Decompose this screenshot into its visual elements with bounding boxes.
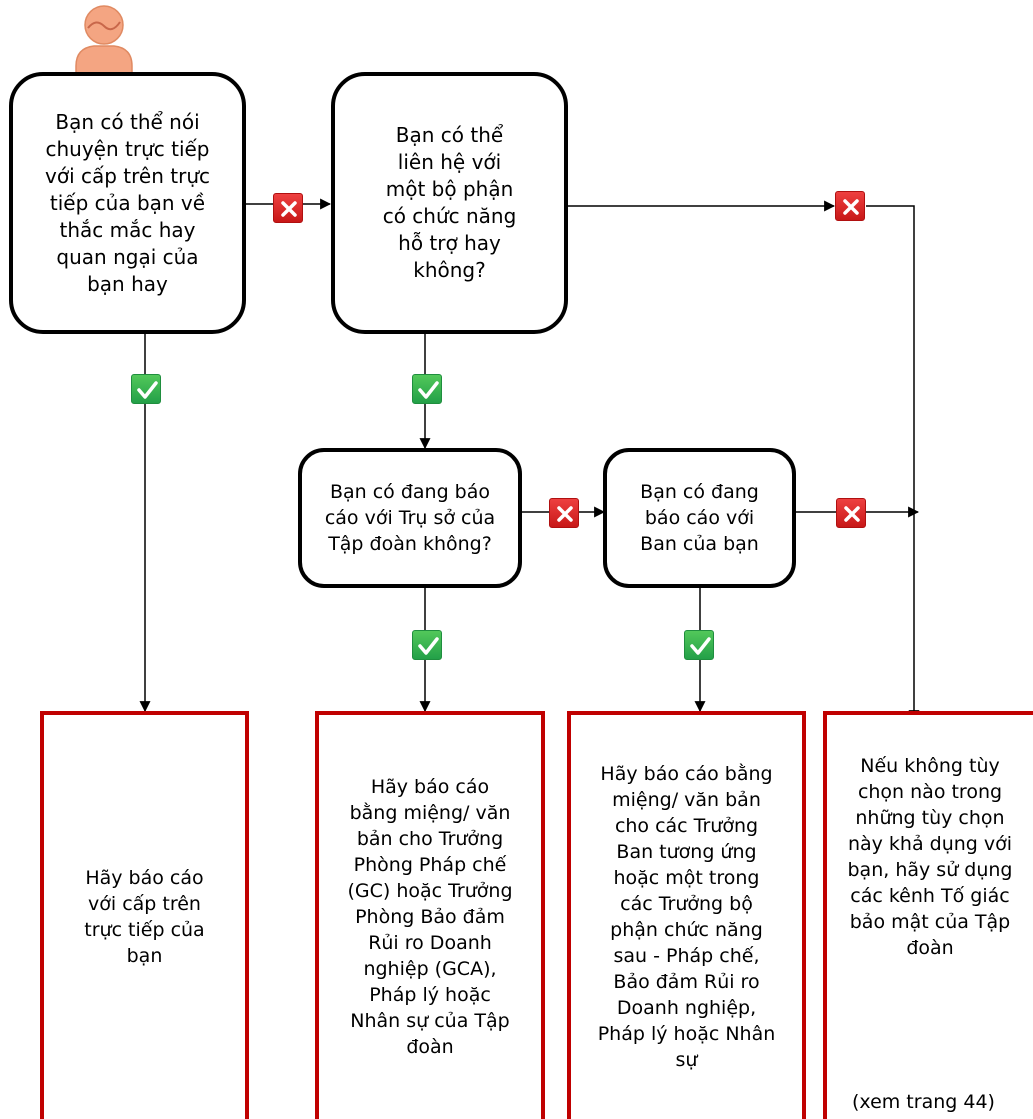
result-2-text: Hãy báo cáo bằng miệng/ văn bản cho Trưở… [347, 776, 513, 1058]
result-3-text: Hãy báo cáo bằng miệng/ văn bản cho các … [597, 763, 776, 1071]
x-mark-icon [549, 498, 579, 528]
x-mark-icon [835, 191, 865, 221]
check-mark-icon [131, 374, 161, 404]
person-icon [75, 5, 133, 78]
question-node-4: Bạn có đang báo cáo với Ban của bạn [603, 448, 796, 588]
question-1-text: Bạn có thể nói chuyện trực tiếp với cấp … [45, 109, 210, 296]
result-node-3: Hãy báo cáo bằng miệng/ văn bản cho các … [567, 711, 806, 1119]
result-node-2: Hãy báo cáo bằng miệng/ văn bản cho Trưở… [315, 711, 545, 1119]
check-mark-icon [412, 630, 442, 660]
x-mark-icon [273, 193, 303, 223]
x-mark-icon [836, 498, 866, 528]
question-3-text: Bạn có đang báo cáo với Trụ sở của Tập đ… [324, 481, 496, 555]
question-node-2: Bạn có thể liên hệ với một bộ phận có ch… [331, 72, 568, 334]
question-node-1: Bạn có thể nói chuyện trực tiếp với cấp … [9, 72, 246, 334]
line-right-branch [866, 205, 920, 722]
question-2-text: Bạn có thể liên hệ với một bộ phận có ch… [382, 123, 517, 282]
result-1-text: Hãy báo cáo với cấp trên trực tiếp của b… [84, 867, 205, 967]
question-node-3: Bạn có đang báo cáo với Trụ sở của Tập đ… [298, 448, 522, 588]
question-4-text: Bạn có đang báo cáo với Ban của bạn [640, 481, 759, 555]
check-mark-icon [684, 630, 714, 660]
result-node-1: Hãy báo cáo với cấp trên trực tiếp của b… [40, 711, 249, 1119]
result-4-text: Nếu không tùy chọn nào trong những tùy c… [847, 755, 1013, 959]
check-mark-icon [412, 374, 442, 404]
result-node-4: Nếu không tùy chọn nào trong những tùy c… [823, 711, 1033, 1119]
result-4-page-reference: (xem trang 44) [852, 1091, 995, 1113]
